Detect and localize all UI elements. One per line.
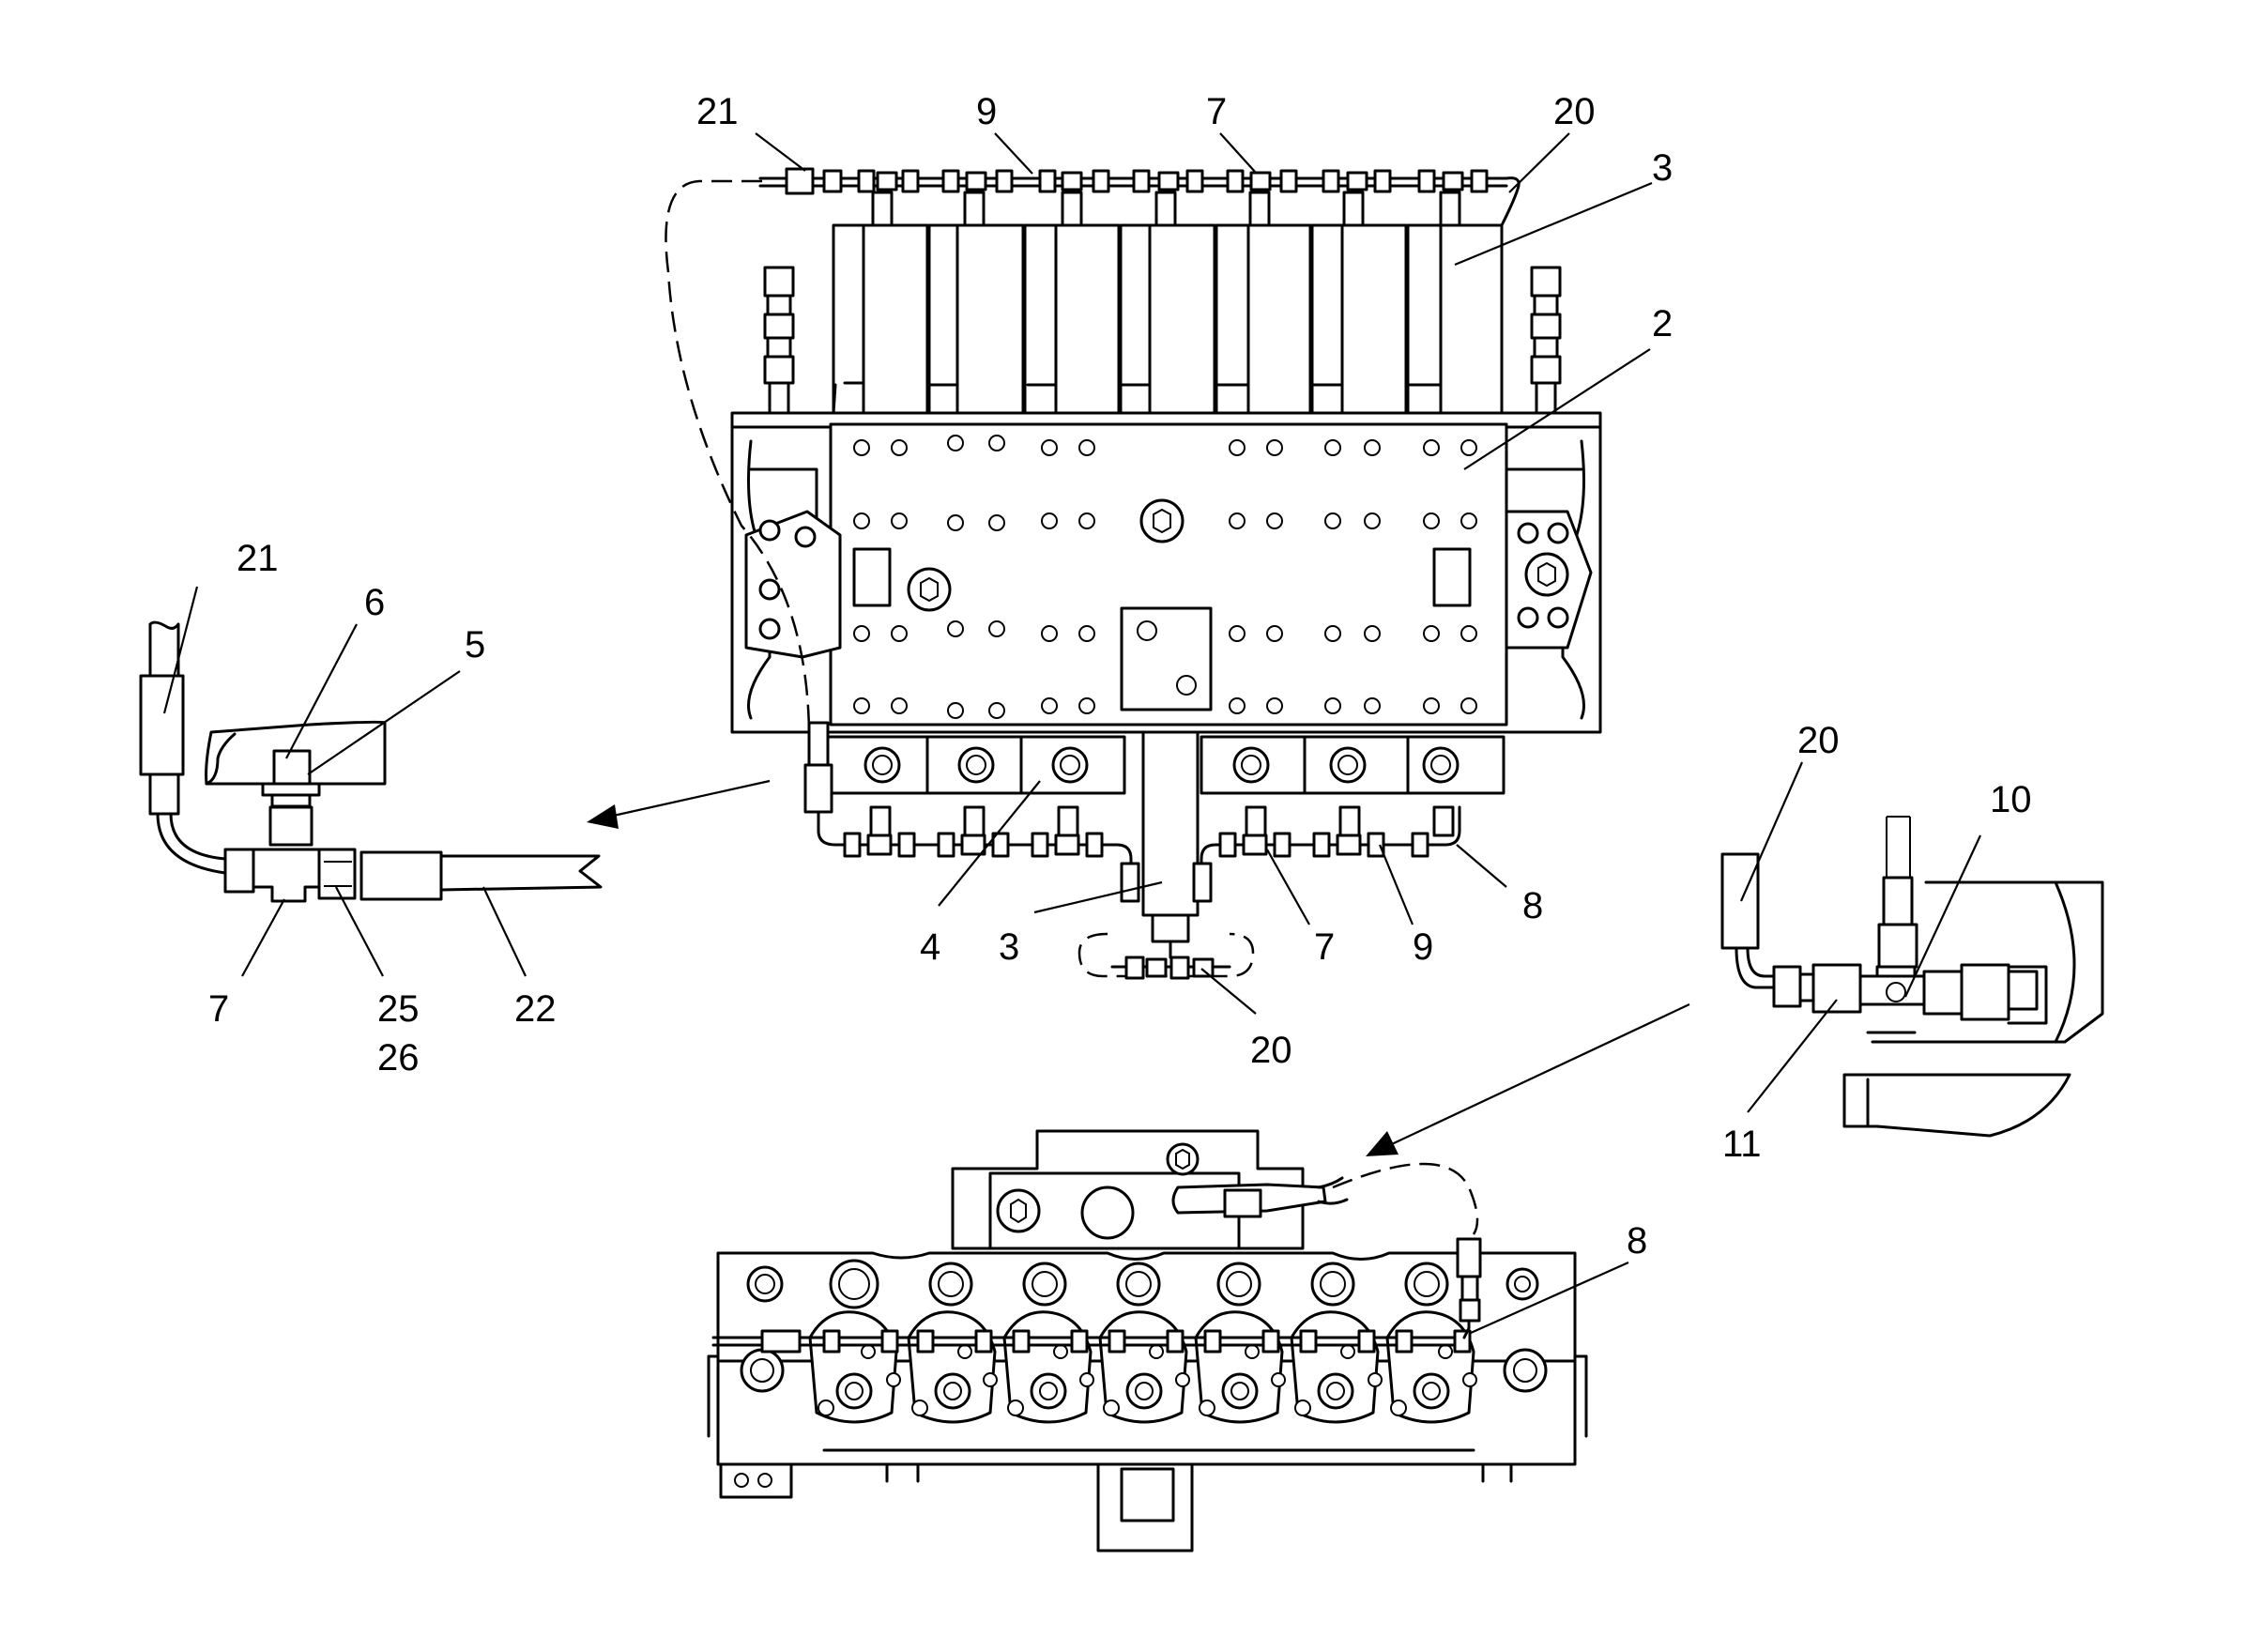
callout-5: 5 (465, 624, 485, 665)
callout-7-top: 7 (1206, 91, 1227, 132)
callout-6: 6 (364, 582, 385, 623)
relief-valve-left (763, 266, 795, 415)
bottom-tube-manifold (817, 805, 1461, 903)
callout-25: 25 (377, 988, 420, 1030)
callout-26: 26 (377, 1037, 420, 1078)
callout-20-right: 20 (1797, 720, 1840, 761)
bottom-section-blocks (803, 721, 1505, 943)
solenoid-coils (832, 223, 1504, 415)
relief-valve-right (1530, 266, 1562, 415)
pilot-line-dashed (665, 179, 811, 733)
tee-fittings-top (857, 169, 1489, 193)
callout-3-bottom: 3 (999, 926, 1019, 968)
callout-8-bottom: 8 (1522, 885, 1543, 926)
callout-20-bottom: 20 (1250, 1030, 1292, 1071)
mounting-plate-left (744, 510, 842, 659)
callout-21-top: 21 (696, 91, 739, 132)
connector-21-left-detail (139, 674, 185, 776)
detail-arrow-left (587, 779, 771, 829)
callout-10: 10 (1990, 779, 2032, 820)
threaded-adapter-6 (272, 749, 312, 788)
main-valve-top-view (665, 167, 1602, 980)
right-detail-view (1720, 816, 2104, 1138)
tee-fitting-left-detail (250, 848, 321, 903)
connector-20-right-detail (1720, 852, 1760, 950)
callout-11: 11 (1722, 1124, 1762, 1165)
callout-20-top: 20 (1553, 91, 1596, 132)
leader-lines (162, 132, 1981, 1335)
coil-connector-fittings (871, 191, 1461, 227)
callout-3-top: 3 (1652, 147, 1673, 189)
end-view-pilot-tube (711, 1237, 1482, 1354)
end-view-bolts (740, 1259, 1548, 1393)
tee-fittings-bottom (843, 805, 1455, 858)
detail-arrow-right (1366, 1003, 1690, 1156)
hose-22 (439, 854, 603, 892)
callout-22: 22 (514, 988, 557, 1030)
callout-8-lower: 8 (1627, 1220, 1647, 1262)
callout-7-bottom: 7 (1314, 926, 1335, 968)
callout-7-left: 7 (208, 988, 229, 1030)
callout-9-top: 9 (976, 91, 997, 132)
callout-4: 4 (920, 926, 940, 968)
lower-end-view (707, 1129, 1588, 1553)
drain-loop-bottom (1078, 932, 1255, 980)
callout-21-left: 21 (237, 538, 279, 579)
left-detail-view (139, 620, 603, 903)
callout-2: 2 (1652, 303, 1673, 344)
top-tube-manifold (758, 167, 1521, 227)
valve-bolt-holes (852, 435, 1569, 719)
callout-9-bottom: 9 (1413, 926, 1433, 968)
callout-labels: 21 9 7 20 3 2 4 3 7 9 8 20 21 6 5 7 25 2… (208, 91, 2032, 1262)
